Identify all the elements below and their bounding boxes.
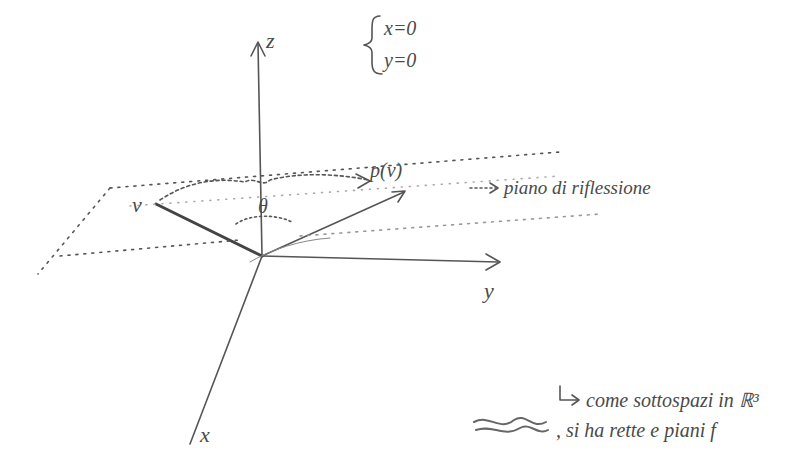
note-text: come sottospazi in ℝ³: [586, 390, 759, 410]
y-axis: [262, 256, 498, 262]
system-brace: [364, 16, 382, 74]
theta-arc: [236, 216, 292, 224]
equation: y=0: [384, 50, 416, 70]
equation: x=0: [384, 18, 416, 38]
plane-edge: [60, 240, 240, 256]
plane-edge: [110, 152, 560, 188]
y-arrowhead: [486, 254, 500, 270]
plane-label: piano di riflessione: [504, 178, 651, 197]
z-arrowhead: [251, 42, 265, 56]
faint-curve: [250, 238, 330, 262]
plane-edge: [300, 214, 600, 236]
z-axis: [258, 44, 262, 256]
vector-label: p(v): [370, 160, 402, 180]
vector-pv: [262, 192, 404, 256]
axis-label: y: [484, 280, 494, 302]
leader-arrow: [470, 187, 496, 189]
plane-edge: [130, 176, 560, 206]
vector-label: v: [132, 194, 142, 216]
note-text: , si ha rette e piani f: [556, 420, 716, 440]
vector-v: [156, 204, 262, 256]
angle-label: θ: [258, 196, 268, 216]
plane-edge: [38, 188, 110, 274]
x-axis: [190, 256, 262, 444]
leader-arrowhead: [490, 183, 498, 193]
axis-label: z: [266, 30, 275, 52]
axis-label: x: [200, 424, 210, 446]
scribble: [474, 418, 548, 432]
arc-arrowhead: [356, 174, 370, 188]
pv-arrowhead: [392, 191, 405, 202]
hook-arrowhead: [572, 395, 579, 405]
